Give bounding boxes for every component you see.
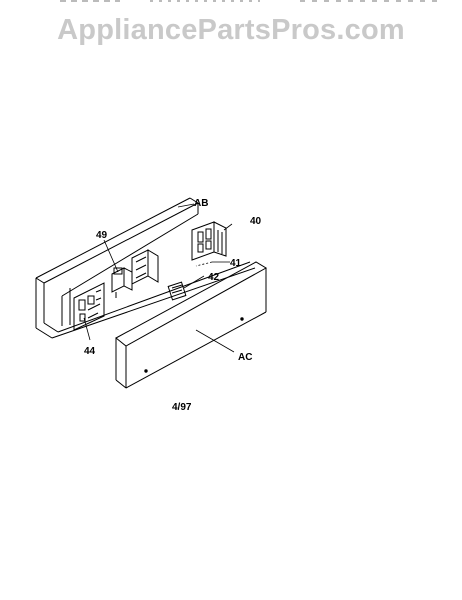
label-42: 42 [208,272,220,283]
leader-lines [83,203,235,353]
label-ab: AB [194,198,208,209]
revision-date: 4/97 [172,402,192,413]
board-44 [73,282,105,331]
label-49: 49 [96,230,108,241]
control-box-housing [35,197,256,339]
contactor-40 [191,221,227,261]
terminal-42 [167,281,187,301]
transformer [131,249,159,285]
watermark-logo: AppliancePartsPros.com [57,14,405,46]
relay-49 [111,267,133,298]
label-ac: AC [238,352,252,363]
label-44: 44 [84,346,96,357]
label-40: 40 [250,216,262,227]
cover-panel-ac [115,261,267,389]
header-scan-marks [60,0,440,2]
label-41: 41 [230,258,242,269]
